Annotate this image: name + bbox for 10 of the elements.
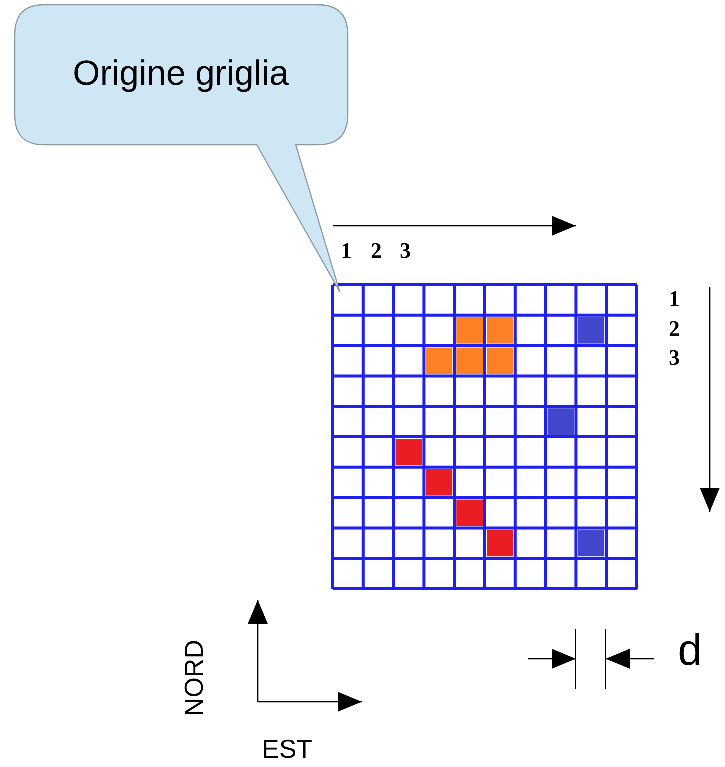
column-number: 2 <box>371 240 382 262</box>
axis-label: NORD <box>180 640 208 717</box>
axis-label: EST <box>262 735 313 763</box>
row-number: 3 <box>669 347 680 369</box>
callout-text: Origine griglia <box>72 54 290 94</box>
column-number: 3 <box>400 240 411 262</box>
row-number: 1 <box>669 288 680 310</box>
row-number: 2 <box>669 318 680 340</box>
dimension-label: d <box>678 628 702 674</box>
column-number: 1 <box>341 240 352 262</box>
